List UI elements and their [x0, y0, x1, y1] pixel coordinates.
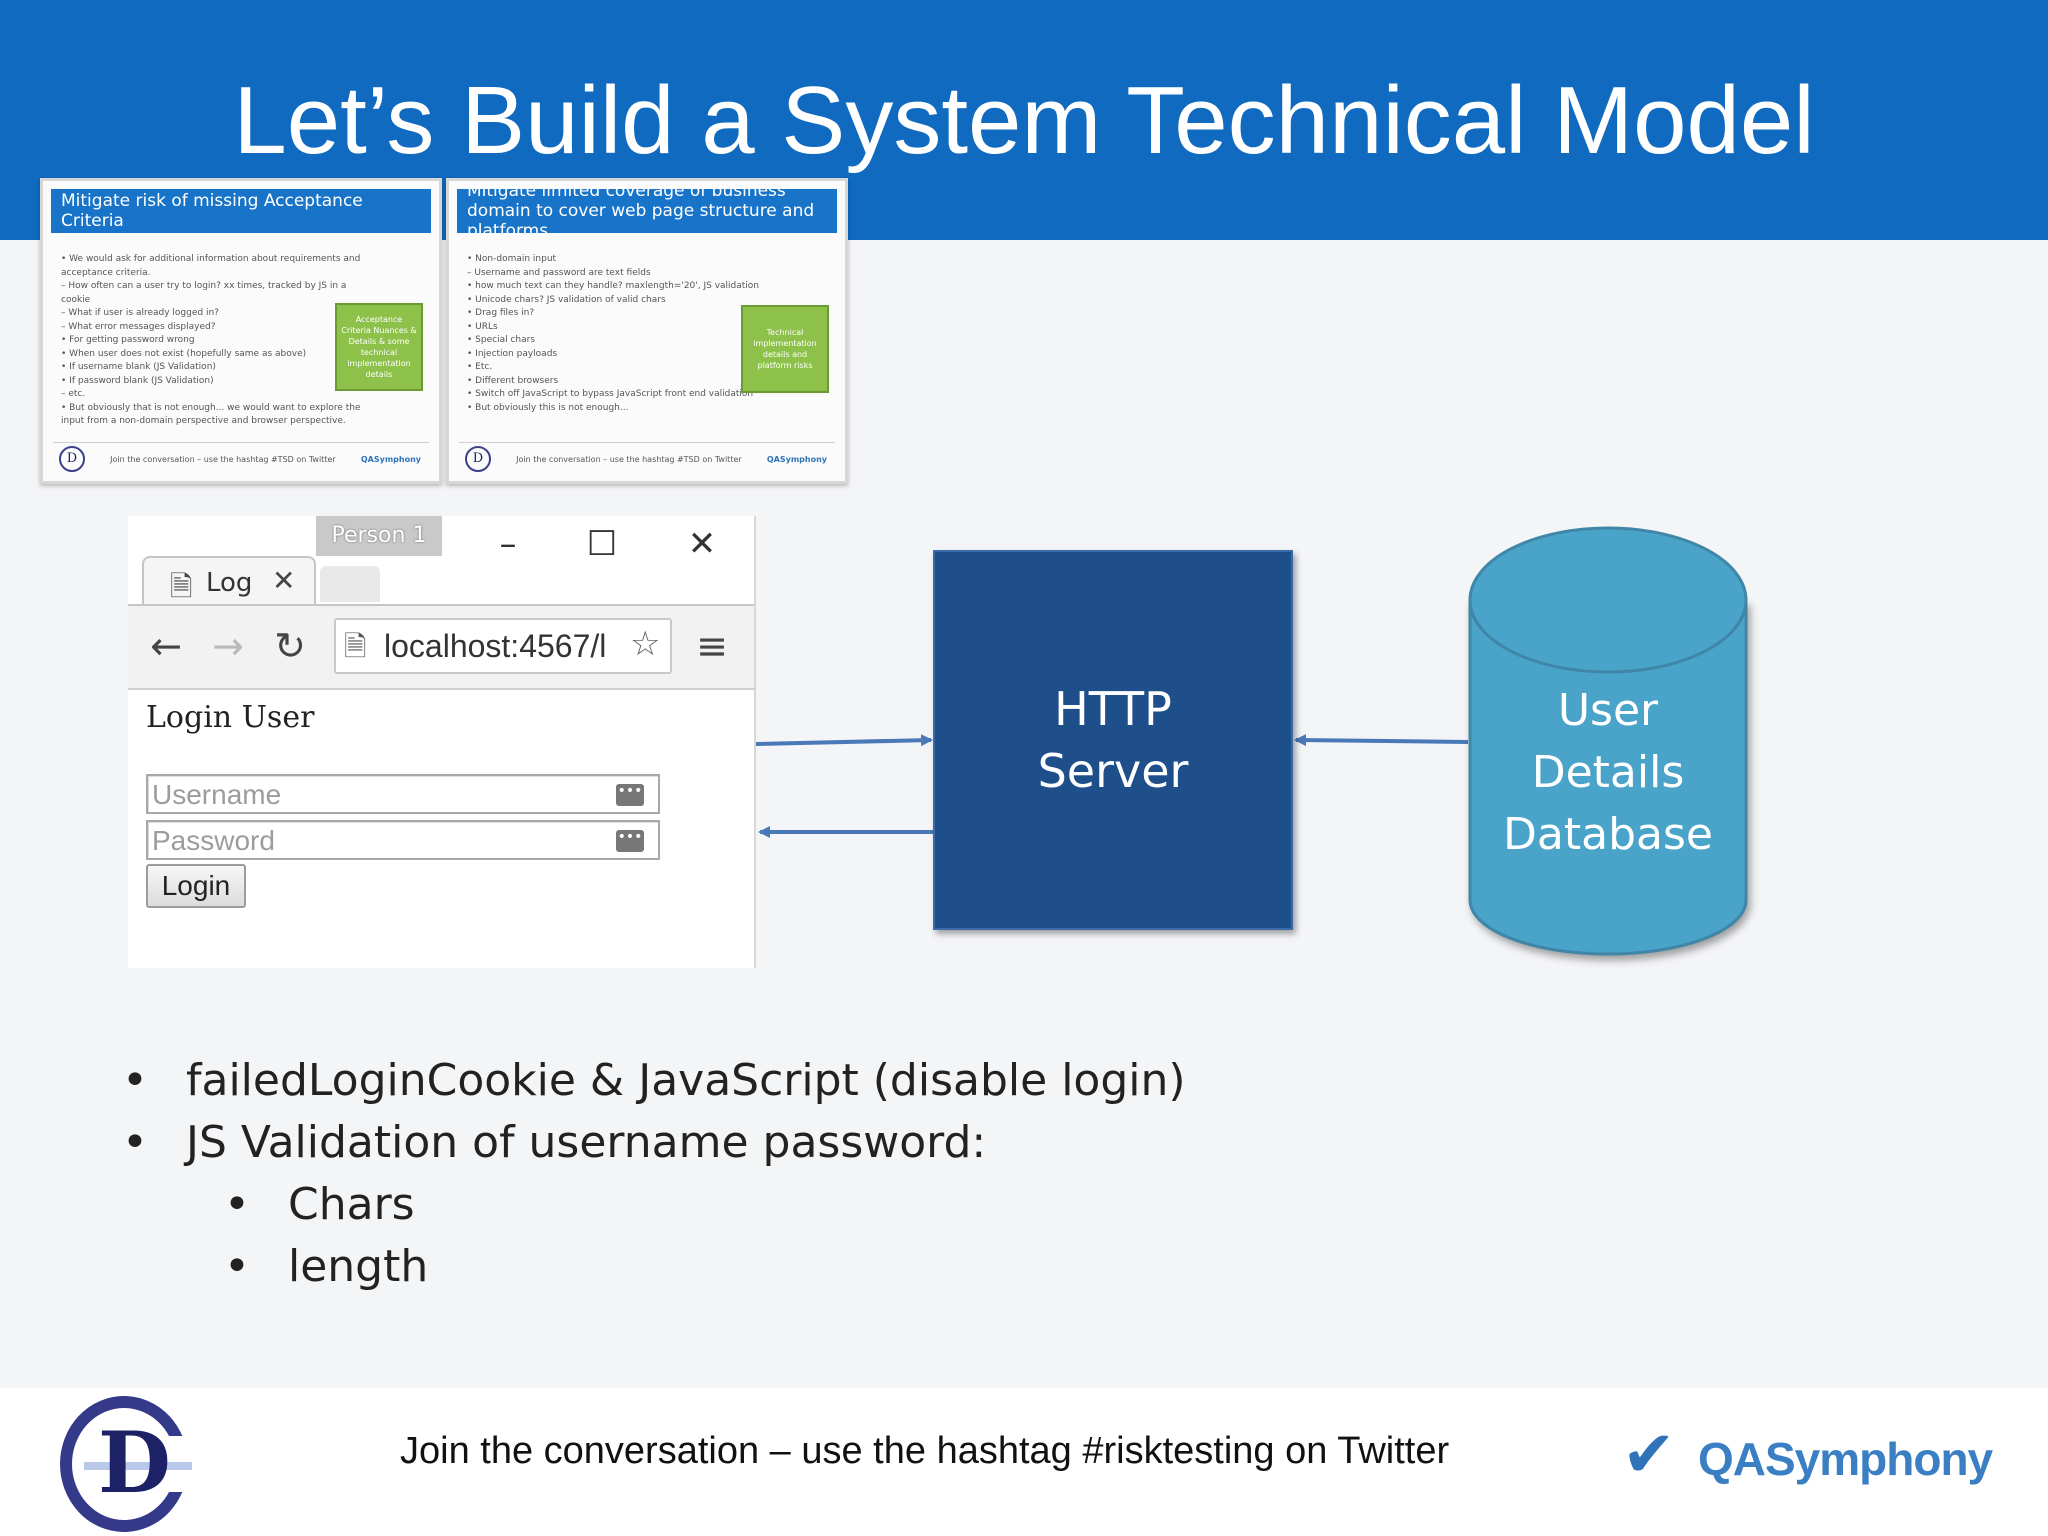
- page-icon: 🗎: [344, 630, 367, 663]
- thumbnail-footer: D Join the conversation – use the hashta…: [459, 442, 835, 475]
- thumbnail-callout-box: Acceptance Criteria Nuances & Details & …: [335, 303, 423, 391]
- back-arrow-icon[interactable]: ←: [150, 624, 182, 668]
- qasymphony-logo: QASymphony: [1698, 1433, 1993, 1485]
- close-tab-icon[interactable]: ✕: [272, 564, 296, 597]
- address-bar[interactable]: 🗎 localhost:4567/l ☆: [334, 618, 672, 674]
- maximize-button[interactable]: ☐: [586, 524, 618, 564]
- database-cylinder: [1468, 526, 1748, 956]
- bullet-list: failedLoginCookie & JavaScript (disable …: [122, 1050, 1186, 1174]
- company-logo-icon: D: [60, 1396, 200, 1532]
- list-item: failedLoginCookie & JavaScript (disable …: [122, 1050, 1186, 1112]
- star-icon[interactable]: ☆: [630, 624, 661, 664]
- password-placeholder: Password: [152, 825, 275, 856]
- password-manager-icon[interactable]: •••: [616, 830, 644, 852]
- browser-tab[interactable]: 🗎 Log ✕: [142, 556, 316, 608]
- page-icon: 🗎: [170, 570, 193, 603]
- database-label: User Details Database: [1503, 685, 1713, 860]
- request-arrow: [755, 734, 933, 747]
- forward-arrow-icon[interactable]: →: [212, 624, 244, 668]
- list-item: Chars: [224, 1174, 428, 1236]
- url-text: localhost:4567/l: [384, 628, 607, 664]
- new-tab-button[interactable]: [320, 566, 380, 602]
- username-field[interactable]: Username •••: [146, 774, 660, 814]
- data-arrow: [1294, 734, 1469, 747]
- thumbnail-footer: D Join the conversation – use the hashta…: [53, 442, 429, 475]
- thumbnail-body: • Non-domain input – Username and passwo…: [467, 254, 760, 413]
- password-field[interactable]: Password •••: [146, 820, 660, 860]
- profile-button[interactable]: Person 1: [316, 516, 442, 556]
- page-heading: Login User: [146, 700, 315, 735]
- list-item: length: [224, 1236, 428, 1298]
- tab-title: Log: [206, 568, 253, 598]
- thumbnail-title: Mitigate risk of missing Acceptance Crit…: [51, 189, 431, 233]
- checkmark-logo-icon: ✔: [1622, 1418, 1676, 1492]
- minimize-button[interactable]: –: [499, 524, 517, 564]
- logo-icon: D: [465, 446, 491, 472]
- logo-icon: D: [59, 446, 85, 472]
- slide-title: Let’s Build a System Technical Model: [233, 67, 1815, 174]
- thumbnail-slide-acceptance-criteria: Mitigate risk of missing Acceptance Crit…: [40, 178, 442, 484]
- sub-bullet-list: Chars length: [224, 1174, 428, 1298]
- thumbnail-slide-business-domain: Mitigate limited coverage of business do…: [446, 178, 848, 484]
- login-button[interactable]: Login: [146, 864, 246, 908]
- footer-text: Join the conversation – use the hashtag …: [400, 1430, 1450, 1472]
- http-server-box: HTTP Server: [933, 550, 1293, 930]
- slide-footer: [0, 1388, 2048, 1536]
- menu-icon[interactable]: ≡: [696, 624, 728, 668]
- thumbnail-body: • We would ask for additional informatio…: [61, 254, 361, 426]
- password-manager-icon[interactable]: •••: [616, 784, 644, 806]
- close-window-button[interactable]: ✕: [687, 524, 717, 564]
- thumbnail-callout-box: Technical implementation details and pla…: [741, 305, 829, 393]
- username-placeholder: Username: [152, 779, 282, 810]
- reload-icon[interactable]: ↻: [274, 624, 306, 668]
- list-item: JS Validation of username password:: [122, 1112, 1186, 1174]
